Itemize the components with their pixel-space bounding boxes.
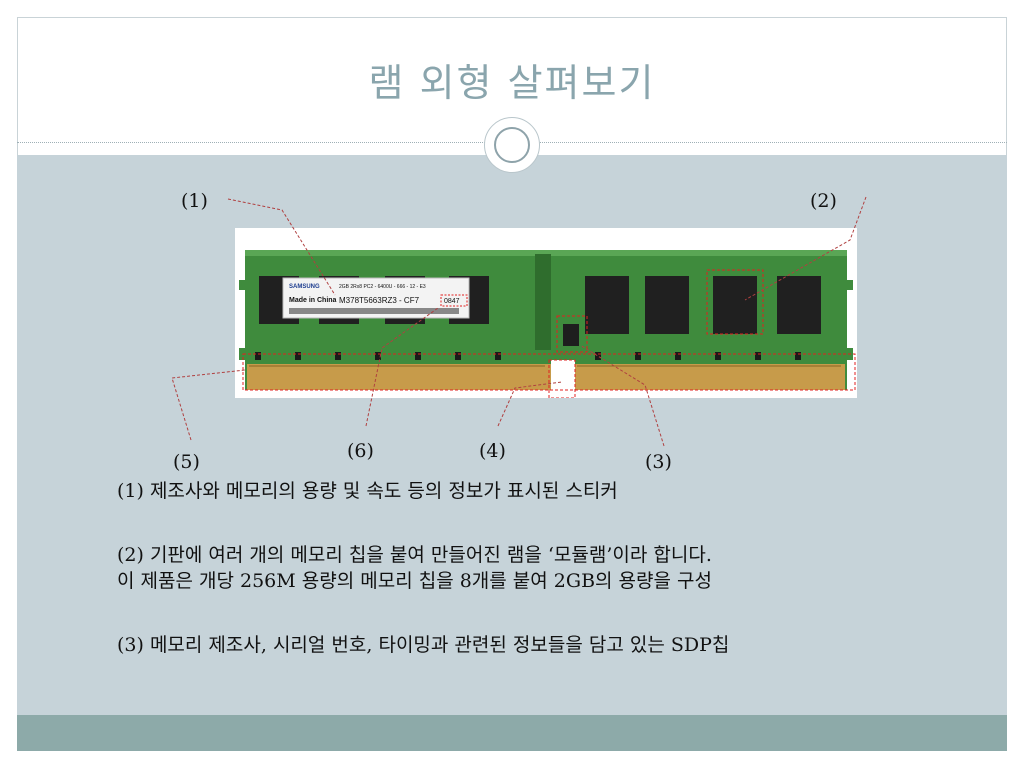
callout-label-4: (4) bbox=[479, 440, 506, 462]
spd-chip bbox=[563, 324, 579, 346]
description-line-2a: (2) 기판에 여러 개의 메모리 칩을 붙여 만들어진 램을 ‘모듈램’이라 … bbox=[117, 544, 712, 566]
description-line-1: (1) 제조사와 메모리의 용량 및 속도 등의 정보가 표시된 스티커 bbox=[117, 480, 618, 502]
sticker-barcode bbox=[289, 308, 459, 314]
divider-circle-ring bbox=[494, 127, 530, 163]
sticker-brand: SAMSUNG bbox=[289, 284, 320, 290]
callout-label-1: (1) bbox=[181, 190, 208, 212]
sticker-part-number: M378T5663RZ3 - CF7 bbox=[339, 296, 420, 305]
callout-label-5: (5) bbox=[173, 451, 200, 473]
memory-chip bbox=[713, 276, 757, 334]
notch-highlight-box bbox=[548, 359, 576, 398]
sticker-part-line: 2GB 2Rx8 PC2 - 6400U - 666 - 12 - E3 bbox=[339, 284, 426, 290]
gold-contacts-left bbox=[247, 364, 551, 390]
description-line-2b: 이 제품은 개당 256M 용량의 메모리 칩을 8개를 붙여 2GB의 용량을… bbox=[117, 570, 712, 592]
callout-label-2: (2) bbox=[810, 190, 837, 212]
spd-highlight-box bbox=[556, 315, 588, 353]
gold-contacts-right bbox=[575, 364, 845, 390]
slide-title: 램 외형 살펴보기 bbox=[368, 61, 656, 105]
pcb-highlight bbox=[245, 250, 847, 256]
ram-module-image: SAMSUNG Made in China 2GB 2Rx8 PC2 - 640… bbox=[235, 228, 857, 398]
memory-chip bbox=[777, 276, 821, 334]
callout-label-3: (3) bbox=[645, 451, 672, 473]
description-line-3: (3) 메모리 제조사, 시리얼 번호, 타이밍과 관련된 정보들을 담고 있는… bbox=[117, 634, 730, 656]
date-code-highlight bbox=[440, 294, 468, 307]
footer-band bbox=[17, 715, 1007, 751]
resistor-strip bbox=[535, 254, 551, 350]
sticker-date-code: 0847 bbox=[444, 298, 460, 305]
callout-label-6: (6) bbox=[347, 440, 374, 462]
memory-chip bbox=[585, 276, 629, 334]
sticker-origin: Made in China bbox=[289, 297, 337, 304]
key-notch bbox=[551, 360, 575, 390]
chip-highlight-box bbox=[706, 269, 764, 335]
memory-chip bbox=[645, 276, 689, 334]
